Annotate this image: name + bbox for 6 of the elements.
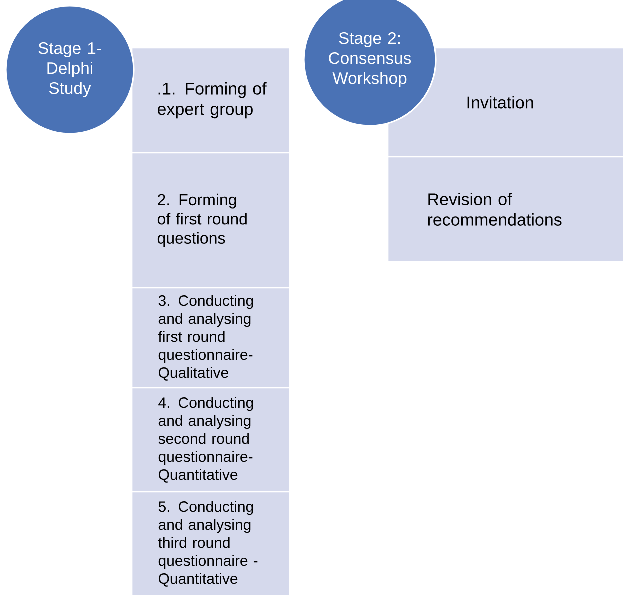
step-box: 5. Conducting and analysing third round questionnaire -Quantitative [131,491,291,596]
step-box: 4. Conducting and analysing second round questionnaire- Quantitative [131,387,291,493]
step-box: 2. Forming of first round questions [131,152,291,289]
step-box: .1. Forming of expert group [131,47,291,154]
step-box: 3. Conducting and analysing first round questionnaire- Qualitative [131,287,291,389]
step-box: Revision of recommendations [387,156,624,263]
